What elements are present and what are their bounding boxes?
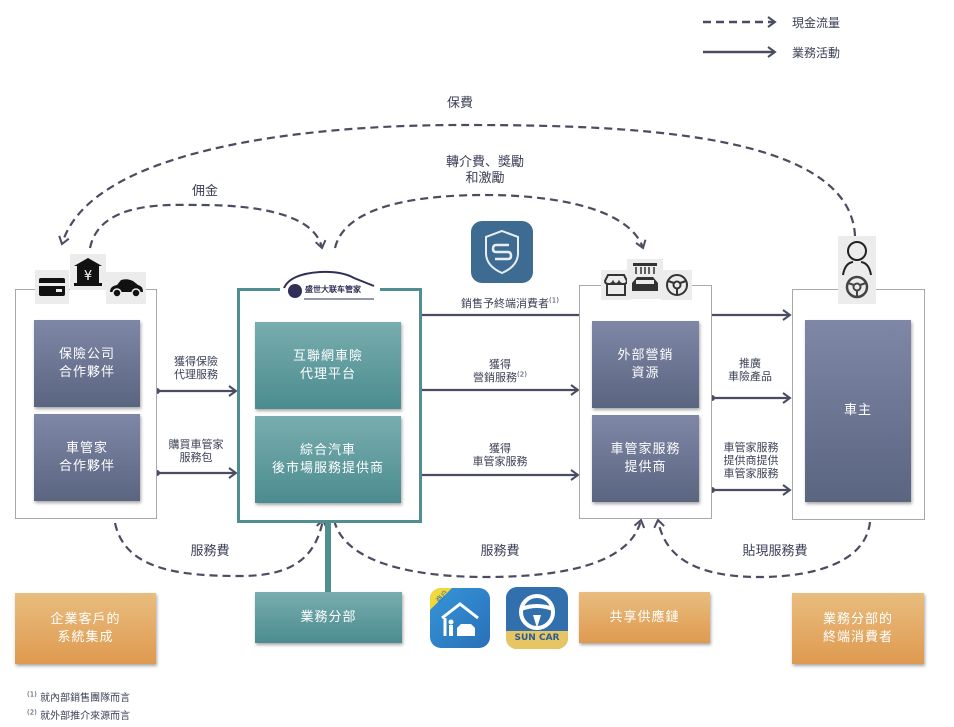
footnote-2: (2) 就外部推介來源而言 (27, 708, 131, 722)
service-fee-left-arc (113, 518, 328, 578)
legend-business-label: 業務活動 (792, 46, 841, 60)
label-provider-service: 車管家服務 提供商提供 車管家服務 (723, 441, 779, 480)
label-buy-package: 購買車管家 服務包 (168, 438, 224, 464)
label-get-insurance-agency: 獲得保險 代理服務 (174, 355, 218, 381)
person-driver-icon (838, 236, 876, 304)
commission-arc (88, 203, 327, 250)
svg-text:¥: ¥ (84, 269, 92, 284)
bank-yen-icon: ¥ (70, 254, 106, 290)
s-shield-app-icon (471, 221, 533, 283)
platform-logo: 盛世大联车管家 (280, 268, 380, 302)
car-manager-provider-tile: 車管家服務 提供商 (592, 415, 699, 502)
label-service-fee-mid: 服務費 (480, 544, 520, 559)
steering-wheel-icon (662, 270, 692, 300)
service-fee-mid-arc (332, 518, 646, 579)
label-commission: 佣金 (191, 184, 218, 199)
internet-insurance-platform-tile: 互聯網車險 代理平台 (255, 322, 401, 409)
shared-supply-chain-tile: 共享供應鏈 (579, 592, 710, 643)
suncar-app-icon: SUN CAR (506, 587, 568, 649)
aftermarket-service-provider-tile: 綜合汽車 後市場服務提供商 (255, 416, 401, 503)
label-sell-to-consumers: 銷售予終端消費者(1) (461, 296, 559, 310)
car-wash-icon (627, 259, 663, 299)
division-end-consumers-tile: 業務分部的 終端消費者 (792, 593, 924, 664)
car-outline-logo-icon (283, 270, 375, 300)
car-owner-tile: 車主 (805, 320, 911, 502)
credit-card-icon (35, 270, 69, 304)
label-service-fee-left: 服務費 (190, 544, 230, 559)
label-referral: 轉介費、獎勵 和激勵 (445, 155, 524, 186)
label-get-car-service: 獲得 車管家服務 (472, 442, 528, 468)
legend-cashflow-label: 現金流量 (792, 16, 841, 30)
business-division-tile: 業務分部 (255, 592, 402, 643)
referral-arc (333, 193, 647, 250)
discount-fee-arc (653, 518, 872, 579)
label-premium: 保費 (446, 96, 473, 111)
enterprise-integration-tile: 企業客戶的 系統集成 (15, 593, 156, 664)
label-get-marketing: 獲得營銷服務(2) (473, 358, 527, 384)
label-discount-fee: 貼現服務費 (742, 544, 808, 559)
car-manager-partners-tile: 車管家 合作夥伴 (34, 414, 140, 501)
platform-logo-text: 盛世大联车管家 (305, 285, 361, 294)
car-icon (106, 272, 146, 304)
insurance-partners-tile: 保險公司 合作夥伴 (34, 320, 140, 407)
external-marketing-tile: 外部營銷 資源 (592, 321, 699, 408)
storefront-icon (601, 270, 631, 300)
merchant-app-icon: 商户 (430, 588, 490, 648)
suncar-caption: SUN CAR (514, 633, 560, 643)
footnote-1: (1) 就內部銷售團隊而言 (27, 690, 131, 704)
label-promote: 推廣 車險產品 (728, 357, 772, 383)
